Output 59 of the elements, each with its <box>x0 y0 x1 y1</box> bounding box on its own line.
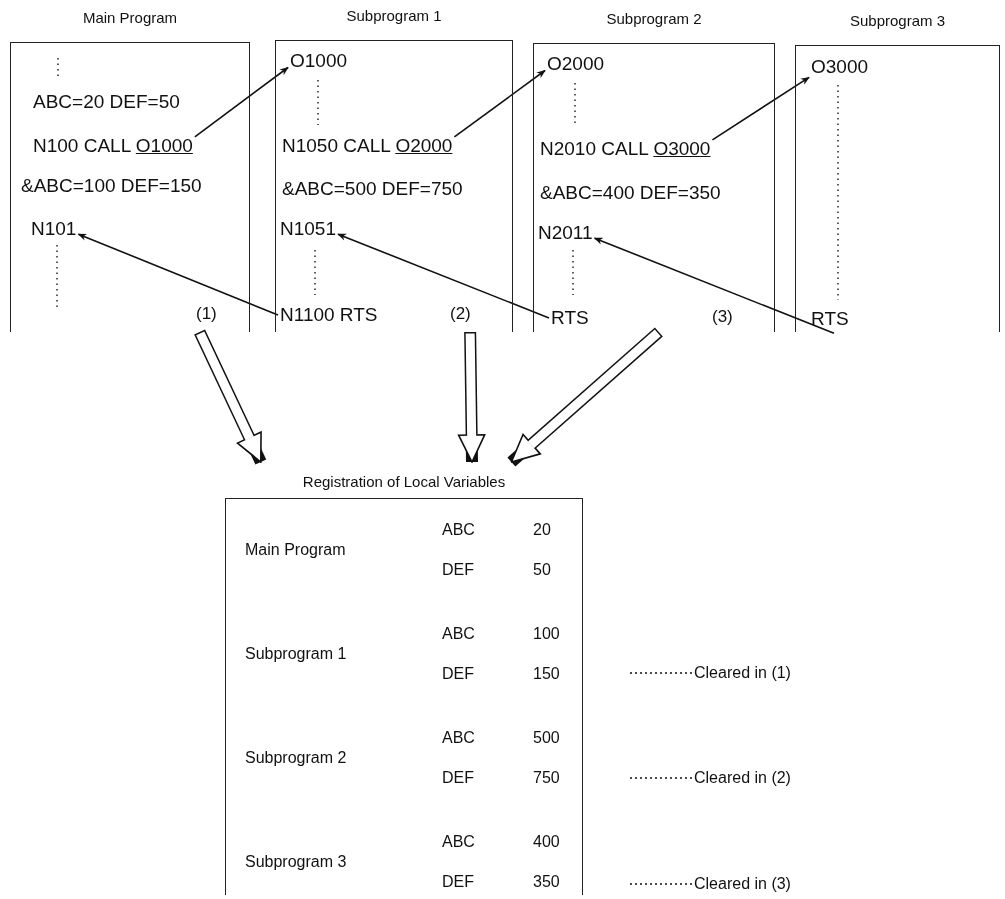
variable-value-cell: 150 <box>533 664 560 684</box>
note-text: Cleared in (1) <box>692 660 793 686</box>
variable-name-cell: DEF <box>442 560 474 580</box>
code-line: N100 CALL O1000 <box>31 133 195 159</box>
code-line: N2011 <box>536 220 595 246</box>
code-line: N101 <box>29 216 79 242</box>
hollow-arrow <box>194 329 267 465</box>
variable-name-cell: ABC <box>442 728 475 748</box>
arrow <box>194 66 289 138</box>
leader-line <box>629 777 693 779</box>
variable-name-cell: DEF <box>442 664 474 684</box>
variable-value-cell: 350 <box>533 872 560 892</box>
program-name-cell: Subprogram 2 <box>245 748 347 768</box>
arrow <box>453 69 546 138</box>
code-line: &ABC=400 DEF=350 <box>538 180 723 206</box>
variable-value-cell: 750 <box>533 768 560 788</box>
hollow-arrow <box>507 327 663 467</box>
note-text: Cleared in (2) <box>692 765 793 791</box>
program-name-cell: Subprogram 1 <box>245 644 347 664</box>
arrow <box>593 237 835 335</box>
variable-name-cell: DEF <box>442 768 474 788</box>
leader-line <box>629 672 693 674</box>
variable-value-cell: 500 <box>533 728 560 748</box>
code-line: RTS <box>809 306 851 332</box>
program-title: Main Program <box>82 9 178 26</box>
arrow <box>337 233 550 319</box>
variable-name-cell: ABC <box>442 520 475 540</box>
variable-name-cell: DEF <box>442 872 474 892</box>
program-title: Subprogram 3 <box>849 12 946 29</box>
variable-value-cell: 400 <box>533 832 560 852</box>
code-line: &ABC=100 DEF=150 <box>19 173 204 199</box>
code-line: O3000 <box>809 54 871 80</box>
code-line: N2010 CALL O3000 <box>538 136 713 162</box>
variable-value-cell: 50 <box>533 560 551 580</box>
variable-value-cell: 20 <box>533 520 551 540</box>
code-line: N1051 <box>278 216 338 242</box>
hollow-arrow <box>457 331 486 463</box>
note-text: Cleared in (3) <box>692 871 793 897</box>
arrow <box>711 76 810 141</box>
code-line: ABC=20 DEF=50 <box>31 89 182 115</box>
program-title: Subprogram 1 <box>346 7 442 24</box>
leader-line <box>629 883 693 885</box>
variable-value-cell: 100 <box>533 624 560 644</box>
code-line: &ABC=500 DEF=750 <box>280 176 465 202</box>
return-number: (2) <box>450 303 471 325</box>
arrow <box>77 233 279 316</box>
variable-name-cell: ABC <box>442 624 475 644</box>
code-line: N1050 CALL O2000 <box>280 133 455 159</box>
code-line: O2000 <box>545 51 607 77</box>
return-number: (1) <box>196 303 217 325</box>
return-number: (3) <box>712 306 733 328</box>
table-title: Registration of Local Variables <box>302 472 506 492</box>
program-title: Subprogram 2 <box>606 10 702 27</box>
program-name-cell: Main Program <box>245 540 346 560</box>
code-line: RTS <box>549 305 591 331</box>
code-line: N1100 RTS <box>278 302 380 328</box>
code-line: O1000 <box>288 48 350 74</box>
variable-name-cell: ABC <box>442 832 475 852</box>
program-name-cell: Subprogram 3 <box>245 852 347 872</box>
